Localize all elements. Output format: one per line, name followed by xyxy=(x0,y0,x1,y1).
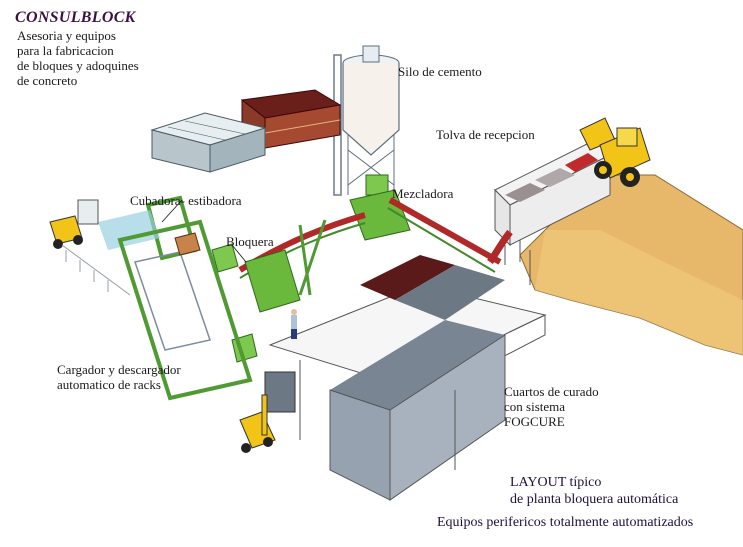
forklift-top xyxy=(49,199,99,249)
label-mezcladora: Mezcladora xyxy=(392,186,454,201)
curing-rooms xyxy=(264,255,547,501)
block-machine xyxy=(211,243,301,363)
caption-equipment: Equipos perifericos totalmente automatiz… xyxy=(437,515,694,530)
label-bloquera: Bloquera xyxy=(226,234,274,249)
label-cuartos-line3: FOGCURE xyxy=(504,414,565,429)
label-cuartos-line2: con sistema xyxy=(504,399,566,414)
intro-text: Asesoria y equipos para la fabricacion d… xyxy=(17,28,139,88)
label-silo: Silo de cemento xyxy=(398,64,482,79)
cement-silo xyxy=(333,45,400,196)
label-cargador-line2: automatico de racks xyxy=(57,377,161,392)
intro-line: para la fabricacion xyxy=(17,43,114,58)
forklift-bottom xyxy=(239,394,276,453)
intro-line: Asesoria y equipos xyxy=(17,28,116,43)
leader-lines xyxy=(161,199,247,263)
label-cuartos: Cuartos de curado con sistema FOGCURE xyxy=(504,384,599,429)
brand-title: CONSULBLOCK xyxy=(15,9,136,26)
label-tolva: Tolva de recepcion xyxy=(436,127,535,142)
label-cargador-line1: Cargador y descargador xyxy=(57,362,181,377)
brick-pallets xyxy=(240,89,342,150)
label-cuartos-line1: Cuartos de curado xyxy=(504,384,599,399)
label-cubadora: Cubadora- estibadora xyxy=(130,193,242,208)
intro-line: de bloques y adoquines xyxy=(17,58,139,73)
concrete-block-pallets xyxy=(150,112,267,173)
intro-line: de concreto xyxy=(17,73,78,88)
caption-plant: de planta bloquera automática xyxy=(510,492,679,507)
label-cargador: Cargador y descargador automatico de rac… xyxy=(57,362,181,392)
receiving-hopper xyxy=(487,139,611,285)
cuber-stacker xyxy=(98,195,253,401)
operator-figure xyxy=(291,309,297,339)
caption-layout: LAYOUT típico xyxy=(510,475,602,490)
fence xyxy=(61,244,131,296)
wheel-loader xyxy=(579,117,651,187)
